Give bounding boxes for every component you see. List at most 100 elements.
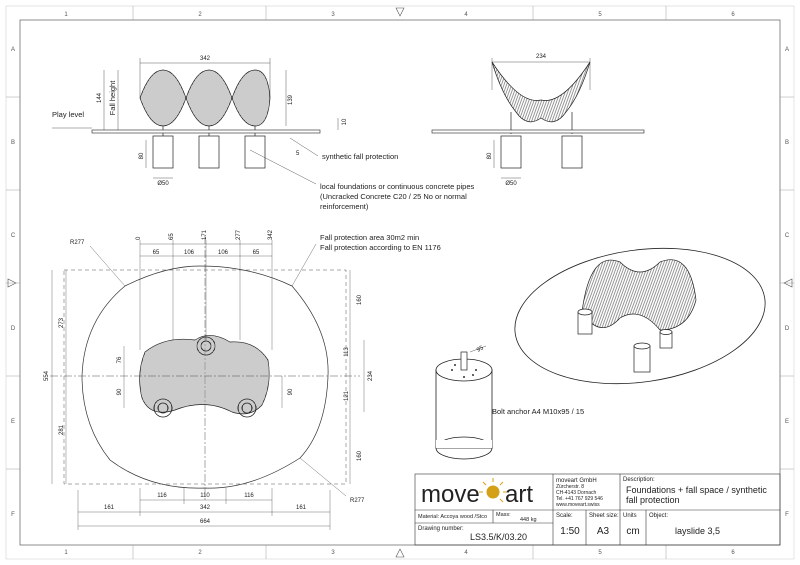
side-dim-width: 234	[536, 54, 547, 60]
scale-label: Scale:	[556, 513, 573, 519]
row-label: D	[11, 326, 16, 332]
bottom-mid: 161	[296, 505, 307, 511]
description-line2: fall protection	[626, 495, 680, 505]
right-dim: 121	[344, 390, 350, 401]
radius-top: R277	[70, 240, 85, 246]
front-foundations	[152, 135, 266, 169]
side-foundations	[500, 135, 583, 169]
description-label: Description:	[623, 477, 655, 483]
spacing: 106	[218, 250, 229, 256]
row-label: C	[11, 233, 16, 239]
logo-sun	[479, 478, 507, 503]
bolt	[460, 351, 468, 371]
foundations-note-1: local foundations or continuous concrete…	[320, 182, 475, 191]
sheet-frame	[5, 5, 795, 560]
grid-labels: 1 2 3 4 5 6 1 2 3 4 5 6 A B C D E F A B …	[11, 12, 790, 556]
dim-height-total: 144	[97, 92, 103, 103]
side-dim-labels: 234 80 Ø50	[487, 54, 547, 187]
logo-text-move: move	[421, 481, 480, 508]
dim-layer: 5	[296, 151, 300, 157]
bottom-mid: 342	[200, 505, 211, 511]
row-label: B	[11, 140, 15, 146]
company-name: moveart GmbH	[556, 478, 597, 484]
right-dim: 160	[357, 450, 363, 461]
bottom-total: 664	[200, 519, 211, 525]
col-label: 5	[598, 12, 602, 18]
row-label: A	[11, 47, 15, 53]
fall-area-note-1: Fall protection area 30m2 min	[320, 233, 419, 242]
fall-protection-layer	[91, 129, 321, 134]
right-dim: 113	[344, 347, 350, 357]
logo-text-art: art	[505, 481, 533, 508]
grid-ticks	[6, 6, 794, 559]
col-label: 1	[64, 550, 68, 556]
bottom-inner: 110	[200, 493, 210, 499]
company-city: CH-4143 Dornach	[556, 490, 597, 496]
units-label: Units	[623, 513, 637, 519]
front-view: 342 144 Fall height 139 10 80 Ø50 5 Play…	[52, 56, 348, 187]
inner-dim: 90	[288, 388, 294, 395]
title-block	[414, 473, 781, 546]
side-dim-depth: 80	[487, 152, 493, 159]
right-total: 234	[368, 370, 374, 381]
description-line1: Foundations + fall space / synthetic	[626, 485, 767, 495]
dim-width: 342	[200, 56, 211, 62]
radius-bottom: R277	[350, 498, 365, 504]
iso-slide-body	[581, 259, 697, 331]
fall-space-outline	[81, 265, 329, 489]
foundations-note-2: (Uncracked Concrete C20 / 25 No or norma…	[320, 192, 467, 201]
col-label: 1	[64, 12, 68, 18]
bolt-dim: 95	[476, 345, 485, 354]
dim-height: 139	[288, 94, 294, 105]
sheet-value: A3	[597, 526, 610, 537]
spacing: 65	[253, 250, 260, 256]
row-label: E	[11, 419, 15, 425]
right-dim: 160	[357, 294, 363, 305]
bottom-inner: 116	[244, 493, 254, 499]
drawing-value: LS3.5/K/03.20	[470, 532, 527, 542]
synthetic-fall-label: synthetic fall protection	[322, 152, 398, 161]
side-view: 234 80 Ø50	[431, 54, 645, 187]
isometric-view	[514, 247, 766, 385]
row-label: E	[785, 419, 789, 425]
inner-dim: 76	[117, 356, 123, 363]
annotations: synthetic fall protection local foundati…	[320, 152, 584, 416]
front-dimensions	[52, 58, 339, 179]
slide-body-side	[491, 61, 591, 123]
col-label: 2	[198, 12, 202, 18]
top-tick: 277	[236, 229, 242, 240]
bolt-anchor-detail: 95	[435, 345, 493, 460]
row-label: A	[785, 47, 789, 53]
row-label: B	[785, 140, 789, 146]
slide-body-front	[139, 69, 271, 127]
dim-found-depth: 80	[139, 152, 145, 159]
plan-dim-labels: R277 R277 0 65 171 277 342 65 106 106 65…	[44, 229, 374, 525]
side-fall-layer	[431, 129, 645, 134]
fall-area-note-2: Fall protection according to EN 1176	[320, 243, 441, 252]
col-label: 6	[731, 12, 735, 18]
col-label: 3	[331, 12, 335, 18]
side-dim-diameter: Ø50	[505, 181, 517, 187]
title-block-text: move art moveart GmbH Zürcherstr. 8 CH-4…	[418, 477, 767, 542]
col-label: 4	[464, 550, 468, 556]
bottom-inner: 116	[157, 493, 167, 499]
dim-top: 10	[342, 118, 348, 125]
left-dim: 273	[59, 317, 65, 328]
dim-diameter: Ø50	[157, 181, 169, 187]
play-level-label: Play level	[52, 110, 84, 119]
left-dim: 281	[59, 424, 65, 435]
leader-lines	[249, 137, 319, 185]
plan-view: R277 R277 0 65 171 277 342 65 106 106 65…	[44, 229, 374, 530]
top-tick: 342	[268, 229, 274, 240]
object-value: layslide 3,5	[675, 526, 720, 536]
left-total: 554	[44, 370, 50, 381]
drawing-label: Drawing number:	[418, 526, 464, 532]
units-value: cm	[626, 526, 639, 537]
plan-foundations	[153, 336, 257, 418]
material-label: Material: Accoya wood /Stco	[418, 514, 487, 520]
row-label: C	[785, 233, 790, 239]
spacing: 106	[184, 250, 195, 256]
row-label: D	[785, 326, 790, 332]
